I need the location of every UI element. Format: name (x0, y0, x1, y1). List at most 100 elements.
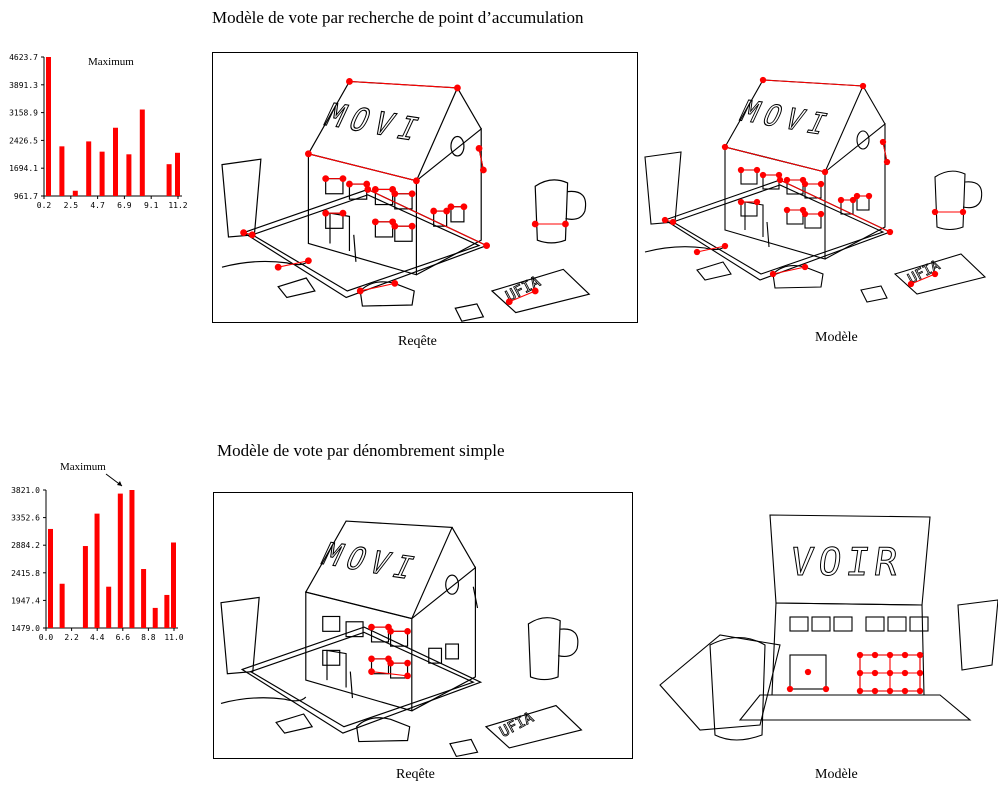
bar (141, 569, 147, 628)
bar (166, 164, 172, 196)
round-window (856, 130, 870, 150)
side-window (445, 643, 460, 660)
y-tick-label: 2884.2 (11, 541, 40, 550)
y-tick-label: 2415.8 (11, 569, 40, 578)
feature-link (243, 232, 253, 236)
y-tick-label: 3158.9 (9, 109, 38, 118)
y-tick-label: 3352.6 (11, 514, 40, 523)
x-tick-label: 4.4 (90, 633, 105, 642)
x-tick-label: 11.0 (164, 633, 183, 642)
feature-point (804, 668, 812, 676)
window (865, 616, 885, 632)
bar (59, 146, 65, 196)
door (326, 649, 347, 688)
ground-inner (250, 194, 481, 292)
door-window (789, 654, 827, 690)
roof-edge (862, 85, 886, 125)
roof-edge (456, 87, 482, 130)
glass (220, 596, 260, 675)
x-tick-label: 11.2 (168, 201, 187, 210)
roof-sign-letter: O (815, 541, 844, 585)
stone (696, 261, 732, 281)
feature-link (882, 141, 888, 163)
mug (709, 636, 766, 741)
model-caption-1: Modèle (815, 330, 858, 345)
bar (72, 190, 78, 196)
feature-point (531, 287, 539, 295)
bar (117, 493, 123, 628)
roof-sign-letter: R (871, 541, 900, 585)
feature-link (724, 146, 826, 173)
x-tick-label: 9.1 (144, 201, 159, 210)
window (322, 615, 341, 632)
side-window (428, 647, 443, 664)
feature-link (664, 219, 674, 223)
toy-car (356, 717, 411, 743)
window (740, 169, 758, 185)
window (325, 178, 344, 195)
window (804, 213, 822, 229)
x-tick-label: 0.0 (39, 633, 54, 642)
bar (82, 546, 88, 628)
x-tick-label: 8.8 (141, 633, 156, 642)
y-tick-label: 961.7 (14, 192, 38, 201)
feature-link (910, 273, 936, 285)
feature-point (304, 150, 312, 158)
door-post (349, 671, 354, 699)
mug-handle (557, 628, 579, 658)
bar (94, 513, 100, 628)
round-window (445, 574, 460, 595)
mug (934, 170, 966, 231)
bar (129, 490, 135, 628)
bar (48, 528, 53, 628)
bar (86, 141, 92, 196)
ground-inner (249, 631, 475, 728)
bar (106, 586, 112, 628)
window (374, 221, 394, 238)
roof-edge (451, 527, 476, 569)
glass (644, 151, 682, 225)
x-tick-label: 2.2 (64, 633, 79, 642)
feature-point (364, 186, 372, 193)
house-side-wall (411, 566, 476, 712)
cable (220, 696, 307, 704)
y-tick-label: 4623.7 (9, 53, 38, 62)
stone (449, 738, 479, 758)
round-window (450, 135, 465, 157)
feature-link (367, 188, 487, 247)
stone (277, 277, 316, 299)
query-frame-1 (212, 52, 638, 323)
window (322, 649, 341, 666)
bar (126, 154, 132, 196)
cable (644, 245, 726, 253)
bar (175, 152, 180, 196)
house-front-wall (305, 591, 413, 712)
window (833, 616, 853, 632)
y-tick-label: 1479.0 (11, 624, 40, 633)
stone (275, 713, 314, 734)
bar (152, 607, 158, 628)
feature-link (360, 282, 395, 292)
feature-point (248, 231, 256, 239)
ground-inner (671, 184, 885, 275)
mug-handle (565, 190, 587, 220)
bar (99, 151, 105, 196)
bar (59, 583, 65, 628)
window (762, 174, 780, 190)
mug (534, 179, 569, 244)
door (329, 212, 351, 252)
door (744, 201, 764, 237)
roof-sign-letter: V (787, 541, 816, 585)
feature-links (859, 654, 921, 692)
glass (221, 158, 262, 238)
query-caption-2: Reqête (396, 767, 435, 782)
query-caption-1: Reqête (398, 334, 437, 349)
feature-link (278, 260, 309, 268)
door-post (353, 234, 357, 262)
